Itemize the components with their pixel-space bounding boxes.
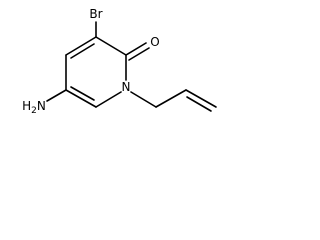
bond-ch-ch2-terminal-inner [186, 96, 212, 112]
structure-canvas: Br O N H2N [0, 0, 234, 140]
atom-labels: Br O N H2N [22, 7, 160, 116]
bond-c6-c5-inner [70, 86, 95, 101]
bond-n1-ch2 [130, 91, 157, 108]
bond-ch-ch2-terminal [185, 89, 217, 108]
bond-ch2-ch [155, 89, 187, 108]
bond-n1-c6 [95, 91, 122, 108]
bond-c4-c3 [65, 36, 97, 56]
amine-label: H2N [22, 99, 46, 116]
bond-c4-c3-inner [70, 43, 95, 59]
bond-c5-nh2 [46, 89, 67, 102]
molecule-diagram: Br O N H2N [22, 7, 217, 116]
bond-c2-o-second [128, 47, 150, 61]
nitrogen-label: N [122, 80, 131, 94]
bond-c2-o [125, 42, 147, 56]
bromine-label: Br [89, 7, 102, 21]
ring-bonds [65, 36, 127, 108]
substituent-bonds [46, 21, 217, 112]
bond-c6-c5 [65, 89, 97, 108]
bond-c3-c2 [95, 36, 127, 56]
oxygen-label: O [150, 35, 159, 49]
